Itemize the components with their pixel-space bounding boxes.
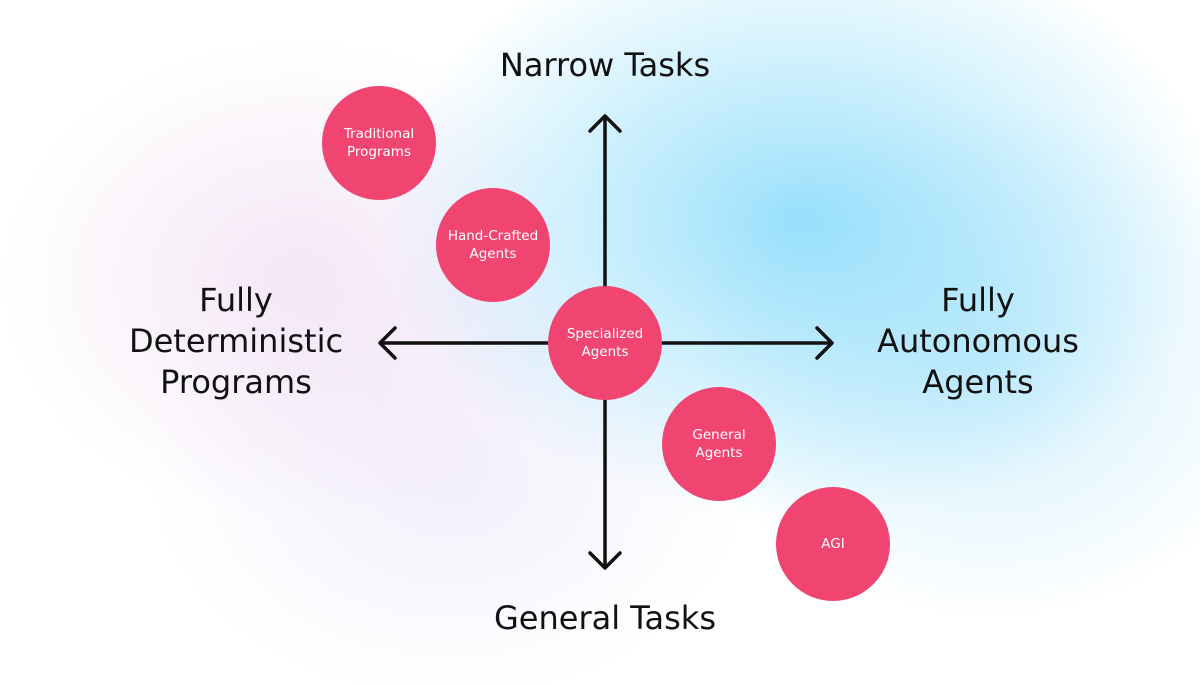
arrow-head-right [815, 326, 834, 360]
axis-label-general-tasks: General Tasks [493, 599, 716, 637]
node-hand-crafted-agents: Hand-Crafted Agents [436, 188, 550, 302]
node-general-agents: General Agents [662, 387, 776, 501]
arrow-head-up [588, 114, 622, 133]
axis-label-fully-deterministic-programs: Fully Deterministic Programs [128, 281, 344, 401]
node-traditional-programs: Traditional Programs [322, 86, 436, 200]
arrow-head-down [588, 551, 622, 570]
node-agi: AGI [776, 487, 890, 601]
node-specialized-agents: Specialized Agents [548, 286, 662, 400]
arrow-head-left [378, 326, 397, 360]
axis-label-fully-autonomous-agents: Fully Autonomous Agents [877, 281, 1079, 401]
axis-label-narrow-tasks: Narrow Tasks [499, 46, 711, 84]
